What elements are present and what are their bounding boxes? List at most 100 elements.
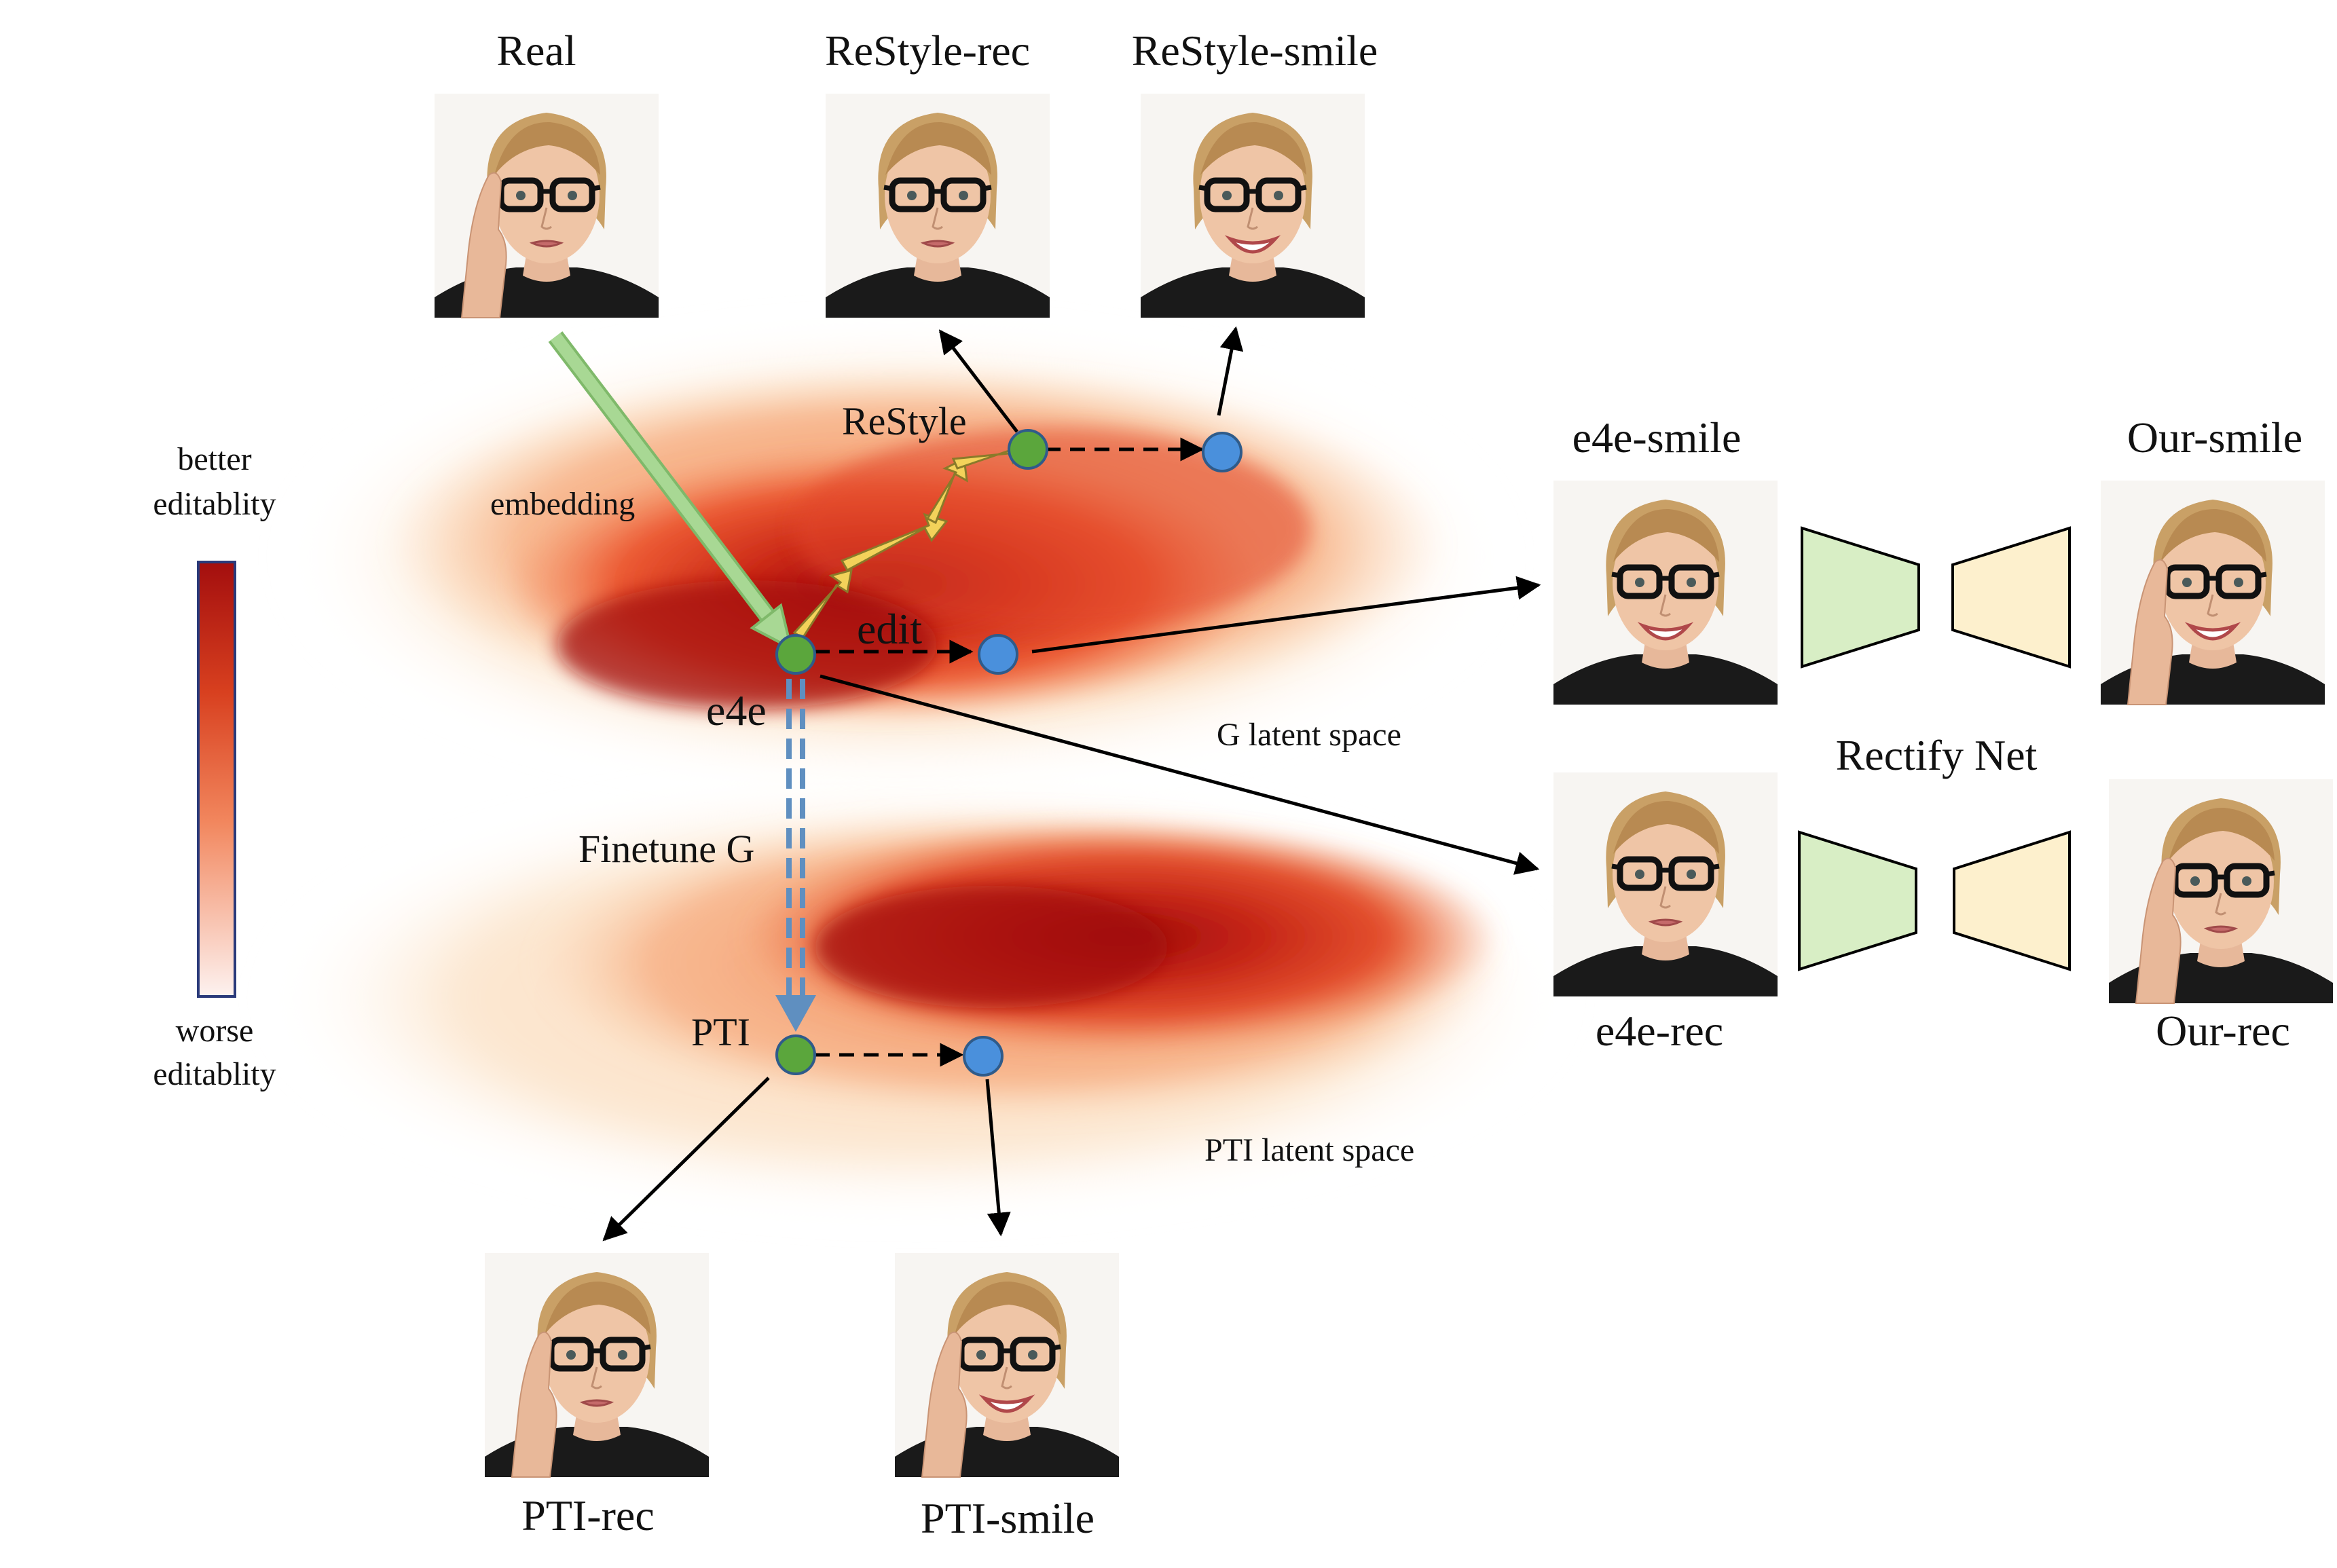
portrait-nose [1659, 886, 1671, 909]
rectify-decoder-top [1951, 526, 2071, 669]
portrait-right-eye [568, 191, 577, 200]
face-e4e-smile [1553, 481, 1778, 705]
pti-latent-heatmap [265, 781, 1568, 1215]
portrait-face [494, 128, 600, 263]
glasses-icon [1611, 856, 1720, 891]
portrait-face [1200, 128, 1306, 263]
portrait-shoulders [1553, 654, 1778, 705]
our-rec-label: Our-rec [2156, 1007, 2290, 1055]
pti-latent-space-label: PTI latent space [1204, 1132, 1414, 1168]
portrait-nose [2215, 893, 2226, 916]
portrait-mouth-neutral [2203, 925, 2239, 933]
finetune-g-label: Finetune G [578, 827, 754, 871]
portrait-nose [1247, 207, 1258, 230]
portrait-right-eye [1687, 578, 1696, 587]
rectify-encoder-top [1801, 526, 1920, 669]
portrait-nose [932, 207, 943, 230]
face-restyle-rec [826, 94, 1050, 318]
colorbar-bottom-label-2: editablity [153, 1056, 276, 1092]
portrait-hair-fringe [1613, 800, 1719, 854]
portrait-mouth-smile [1224, 235, 1281, 254]
e4e-label: e4e [706, 686, 767, 734]
latent-nodes [775, 429, 1243, 1077]
portrait-left-eye [976, 1350, 986, 1360]
portrait-right-eye [2234, 578, 2243, 587]
image-labels: Real ReStyle-rec ReStyle-smile e4e-smile… [496, 26, 2302, 1542]
colorbar-gradient [197, 561, 236, 998]
portrait-hair-fringe [545, 1281, 650, 1334]
portrait-left-eye [1635, 578, 1644, 587]
portrait-face [2160, 515, 2266, 650]
portrait-hand [2135, 857, 2182, 1004]
to-e4e-smile-arrow [1031, 576, 1541, 654]
portrait-shoulders [826, 267, 1050, 318]
portrait-face [1613, 806, 1718, 942]
portrait-right-eye [2242, 876, 2251, 886]
portrait-face [954, 1287, 1060, 1423]
portrait-hair-fringe [1613, 508, 1719, 562]
face-portraits [435, 94, 2333, 1478]
colorbar-top-label-2: editablity [153, 486, 276, 522]
portrait-right-eye [618, 1350, 627, 1360]
portrait-hand [921, 1331, 968, 1478]
portrait-right-eye [1028, 1350, 1037, 1360]
to-restyle-smile-arrow [1217, 326, 1244, 416]
portrait-nose [2207, 594, 2218, 617]
portrait-nose [1659, 594, 1671, 617]
e4e-rec-label: e4e-rec [1596, 1007, 1723, 1055]
portrait-nose [591, 1366, 602, 1389]
portrait-face [544, 1287, 650, 1423]
portrait-face [885, 128, 991, 263]
portrait-hair-fringe [2169, 807, 2275, 861]
editability-colorbar: better editablity worse editablity [153, 441, 276, 1092]
restyle-smile-label: ReStyle-smile [1132, 26, 1378, 75]
g-latent-space-label: G latent space [1217, 717, 1401, 753]
glasses-icon [883, 177, 992, 212]
portrait-face [2168, 813, 2274, 949]
portrait-hair-fringe [1200, 122, 1306, 175]
portrait-left-eye [2190, 876, 2200, 886]
portrait-hair-fringe [885, 122, 991, 175]
portrait-mouth-smile [978, 1394, 1035, 1413]
pti-label: PTI [691, 1010, 750, 1054]
restyle-rec-label: ReStyle-rec [825, 26, 1030, 75]
finetune-arrowhead [775, 995, 816, 1032]
portrait-left-eye [1635, 870, 1644, 879]
portrait-shoulders [1141, 267, 1365, 318]
rectify-net: Rectify Net [1798, 526, 2071, 971]
portrait-right-eye [1274, 191, 1283, 200]
portrait-hand [511, 1331, 557, 1478]
e4e-latent-node [775, 634, 816, 675]
rectify-decoder-bottom [1953, 830, 2071, 971]
face-real [435, 94, 659, 318]
to-restyle-rec-arrow [938, 329, 1018, 433]
portrait-right-eye [959, 191, 968, 200]
pti-smile-label: PTI-smile [921, 1494, 1094, 1542]
pti-rec-label: PTI-rec [521, 1491, 654, 1539]
face-pti-rec [485, 1253, 709, 1478]
restyle-edited-node [1202, 432, 1243, 472]
embedding-arrow [548, 331, 793, 651]
portrait-left-eye [1222, 191, 1232, 200]
our-smile-label: Our-smile [2127, 413, 2302, 462]
portrait-right-eye [1687, 870, 1696, 879]
e4e-edited-node [978, 634, 1018, 675]
face-e4e-rec [1553, 772, 1778, 996]
portrait-mouth-smile [1637, 622, 1694, 641]
restyle-label: ReStyle [842, 399, 967, 443]
to-pti-smile-arrow [985, 1079, 1011, 1237]
edit-label: edit [857, 605, 922, 653]
portrait-nose [1001, 1366, 1012, 1389]
to-e4e-rec-arrow [820, 674, 1540, 875]
to-pti-rec-arrow [602, 1077, 770, 1242]
portrait-hair-fringe [2160, 508, 2266, 562]
colorbar-top-label-1: better [177, 441, 251, 477]
finetune-arrow [786, 679, 805, 998]
portrait-hair-fringe [494, 122, 600, 175]
portrait-mouth-neutral [920, 240, 955, 248]
face-restyle-smile [1141, 94, 1365, 318]
e4e-smile-label: e4e-smile [1572, 413, 1742, 462]
embedding-label: embedding [490, 486, 635, 522]
